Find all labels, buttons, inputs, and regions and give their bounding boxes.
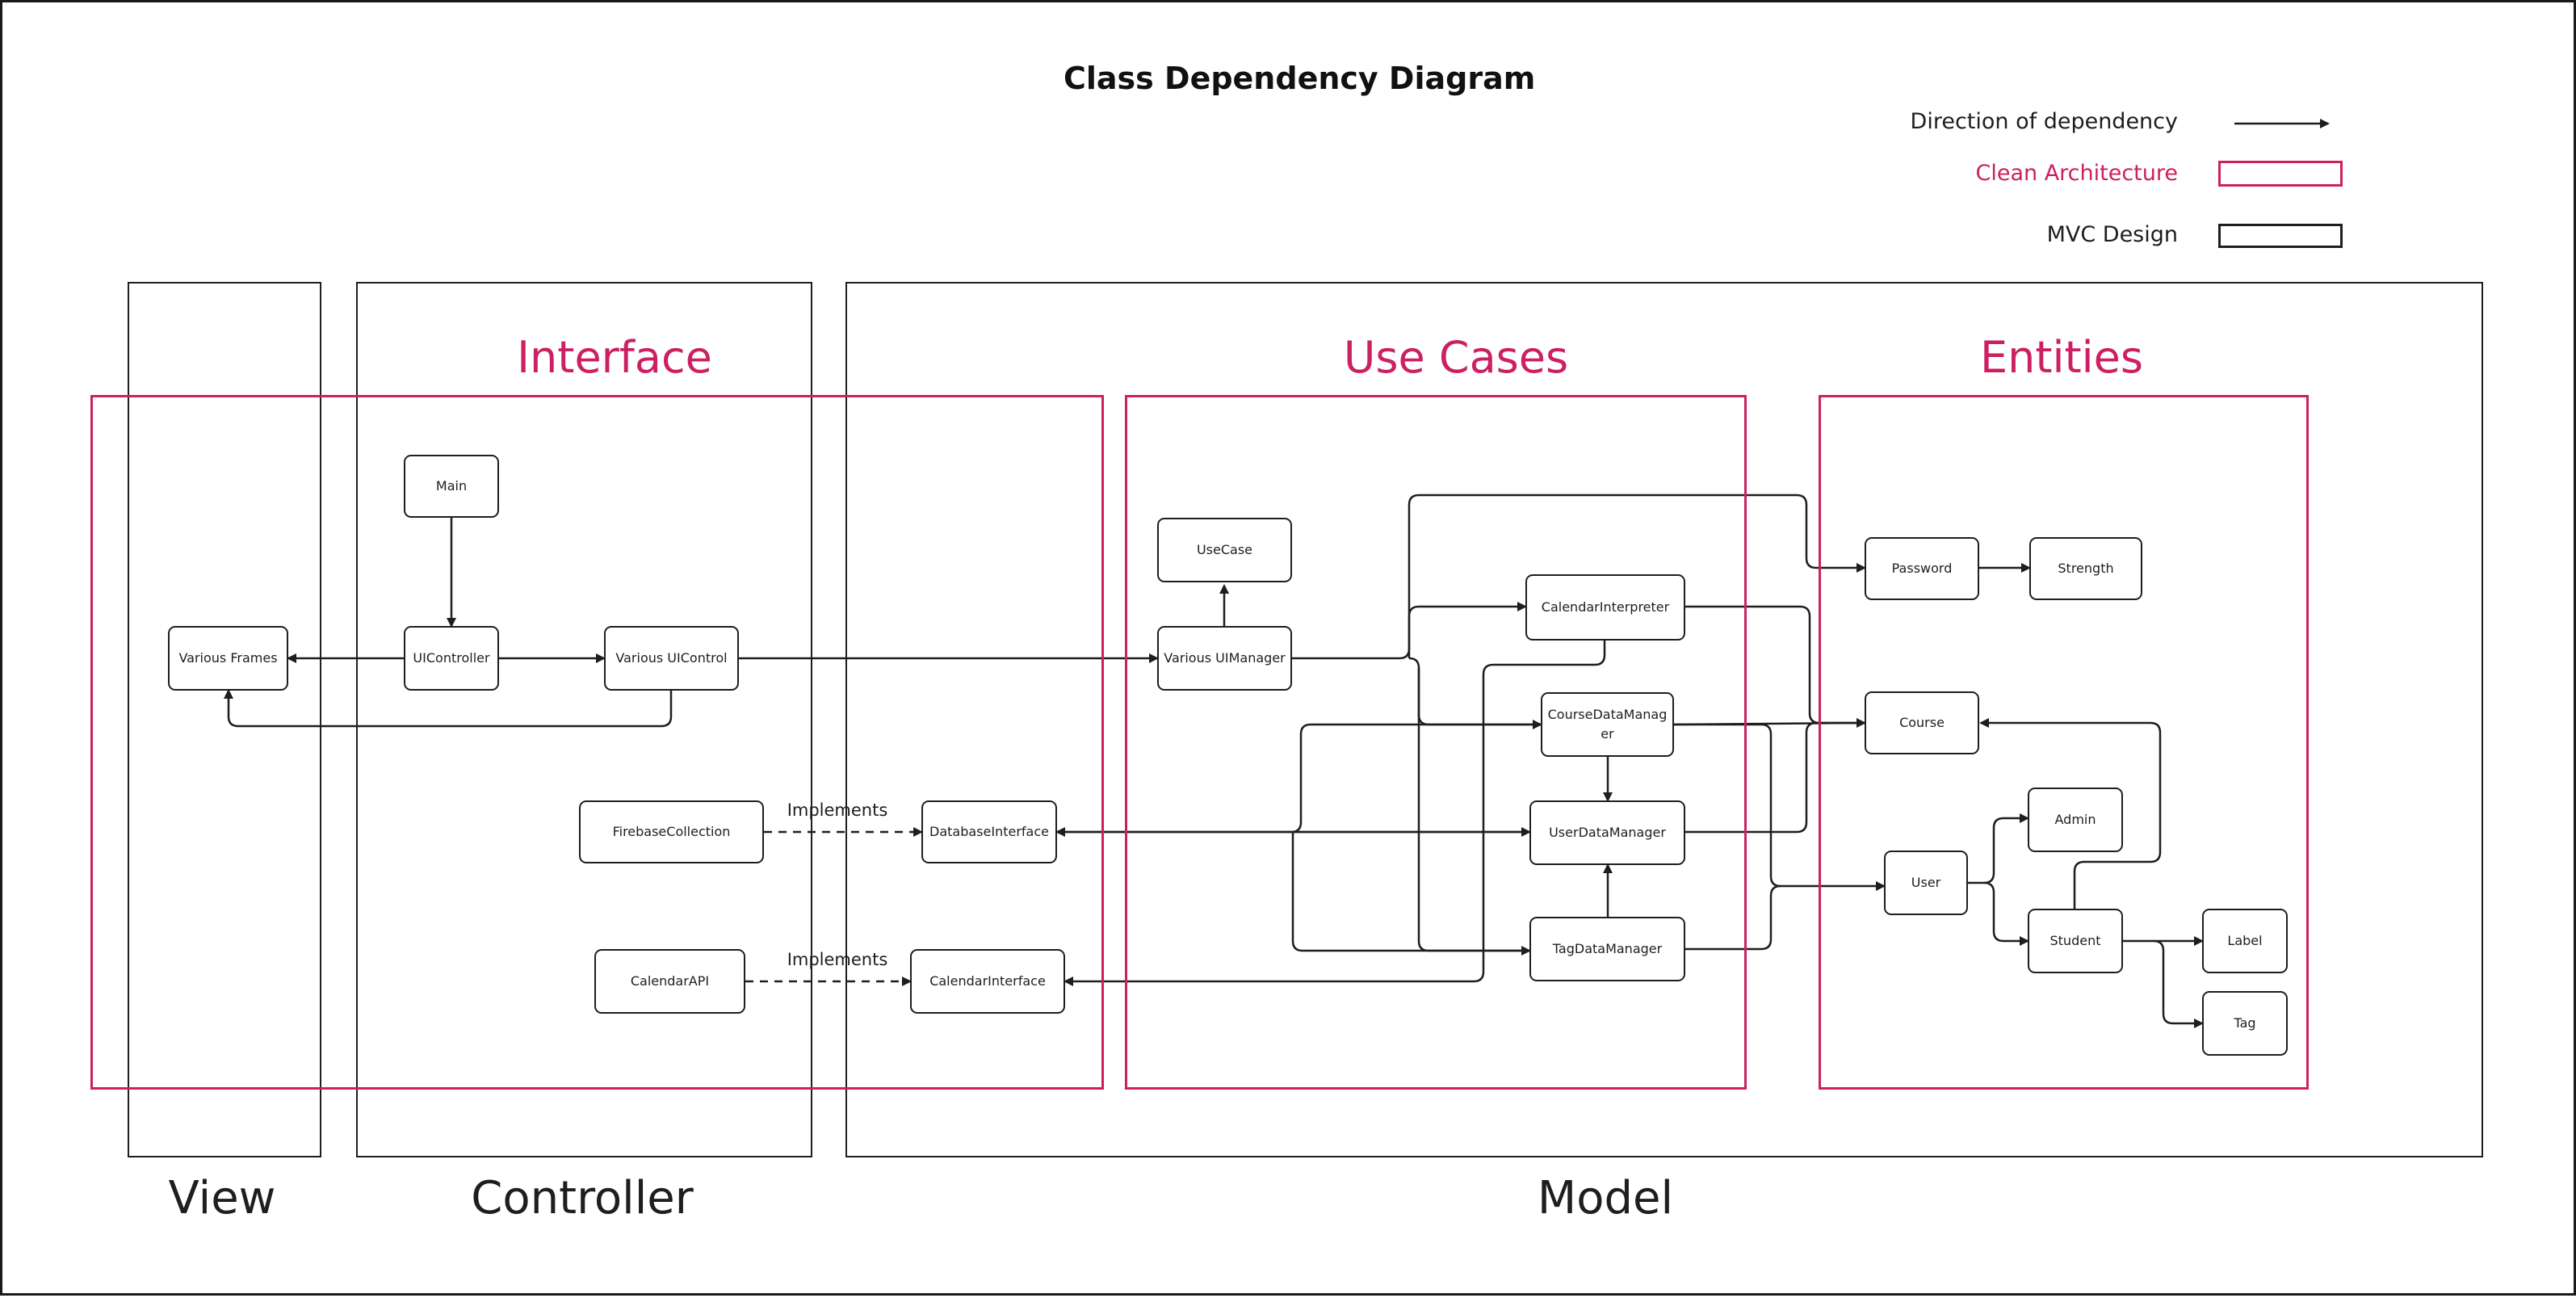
mvc-view-frame bbox=[128, 282, 321, 1157]
node-tag[interactable]: Tag bbox=[2202, 991, 2288, 1056]
node-tagdatamanager[interactable]: TagDataManager bbox=[1529, 917, 1685, 981]
interface-layer-label: Interface bbox=[517, 332, 712, 383]
node-databaseinterface[interactable]: DatabaseInterface bbox=[921, 800, 1057, 863]
edge-userdm-course bbox=[1685, 721, 1865, 834]
edge-uimanager-password bbox=[1408, 494, 1866, 658]
view-label: View bbox=[168, 1172, 276, 1224]
edge-uicontrol-frames bbox=[224, 683, 676, 728]
node-uicontroller[interactable]: UIController bbox=[404, 626, 499, 691]
node-calendarapi[interactable]: CalendarAPI bbox=[594, 949, 745, 1014]
node-calendarinterface[interactable]: CalendarInterface bbox=[910, 949, 1065, 1014]
edge-tagdm-dbinterface bbox=[1291, 832, 1529, 952]
node-main[interactable]: Main bbox=[404, 455, 499, 518]
legend-clean-swatch bbox=[2218, 161, 2343, 187]
mvc-controller-frame bbox=[356, 282, 812, 1157]
edge-student-course bbox=[1979, 718, 2162, 917]
node-strength[interactable]: Strength bbox=[2029, 537, 2142, 600]
edge-tagdm-user bbox=[1685, 884, 1781, 951]
legend-mvc-swatch bbox=[2218, 224, 2343, 248]
node-usecase[interactable]: UseCase bbox=[1157, 518, 1292, 582]
node-user[interactable]: User bbox=[1884, 851, 1968, 915]
legend-dependency-label: Direction of dependency bbox=[1910, 109, 2178, 134]
clean-entities-frame bbox=[1819, 395, 2309, 1090]
mvc-model-frame bbox=[845, 282, 2483, 1157]
node-student[interactable]: Student bbox=[2028, 909, 2123, 973]
node-firebasecollection[interactable]: FirebaseCollection bbox=[579, 800, 764, 863]
node-various-uicontrol[interactable]: Various UIControl bbox=[604, 626, 739, 691]
legend-mvc-label: MVC Design bbox=[2046, 222, 2178, 247]
node-various-frames[interactable]: Various Frames bbox=[168, 626, 288, 691]
node-coursedatamanager[interactable]: CourseDataManager bbox=[1541, 692, 1674, 757]
diagram-title: Class Dependency Diagram bbox=[1064, 61, 1536, 96]
clean-usecases-frame bbox=[1125, 395, 1747, 1090]
model-label: Model bbox=[1537, 1172, 1674, 1224]
node-various-uimanager[interactable]: Various UIManager bbox=[1157, 626, 1292, 691]
edge-student-tag bbox=[2153, 939, 2204, 1028]
node-course[interactable]: Course bbox=[1865, 691, 1979, 754]
node-label[interactable]: Label bbox=[2202, 909, 2288, 973]
entities-layer-label: Entities bbox=[1979, 332, 2144, 383]
controller-label: Controller bbox=[471, 1172, 694, 1224]
node-admin[interactable]: Admin bbox=[2028, 788, 2123, 852]
implements-db-label: Implements bbox=[787, 800, 888, 820]
clean-interface-frame bbox=[90, 395, 1104, 1090]
node-password[interactable]: Password bbox=[1865, 537, 1979, 600]
implements-cal-label: Implements bbox=[787, 950, 888, 969]
edge-calinterp-calinterface bbox=[1064, 641, 1606, 986]
node-calendarinterpreter[interactable]: CalendarInterpreter bbox=[1525, 574, 1685, 641]
node-userdatamanager[interactable]: UserDataManager bbox=[1529, 800, 1685, 865]
legend-clean-label: Clean Architecture bbox=[1975, 161, 2178, 186]
usecases-layer-label: Use Cases bbox=[1343, 332, 1569, 383]
